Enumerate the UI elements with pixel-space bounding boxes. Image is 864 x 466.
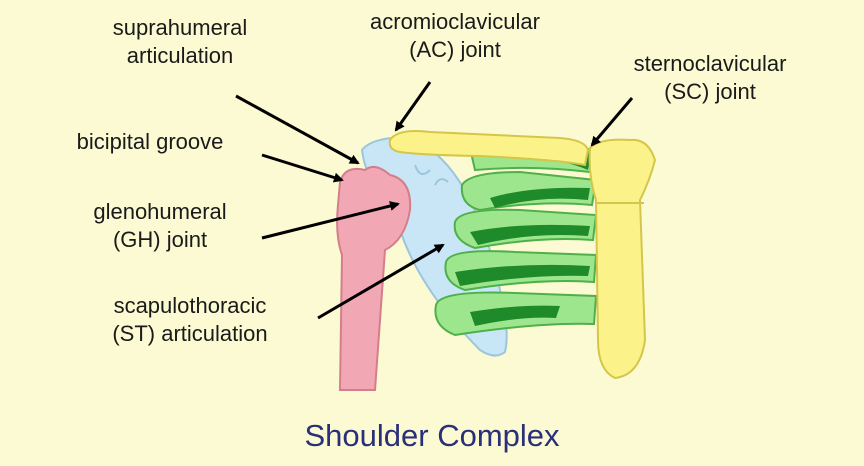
arrow-scapulothoracic [317,243,445,320]
label-acromioclavicular: acromioclavicular (AC) joint [370,9,540,62]
scapula-outline-detail [414,164,449,186]
rib [453,208,598,250]
rib [434,291,598,337]
arrow-acromioclavicular [394,81,432,132]
arrow-sternoclavicular [590,97,634,147]
rib [444,250,598,292]
label-suprahumeral: suprahumeral articulation [112,15,248,68]
label-scapulothoracic: scapulothoracic (ST) articulation [112,293,268,346]
arrow-suprahumeral [235,94,360,165]
label-glenohumeral: glenohumeral (GH) joint [93,199,227,252]
arrow-glenohumeral [261,201,400,240]
clavicle [388,130,590,167]
label-sternoclavicular: sternoclavicular (SC) joint [633,51,787,104]
rib [460,170,598,212]
arrow-bicipital [261,153,344,183]
humerus [336,165,412,391]
sternum [588,138,657,380]
label-bicipital-groove: bicipital groove [76,129,224,154]
diagram-title: Shoulder Complex [304,418,560,453]
rib-cage [434,143,598,337]
